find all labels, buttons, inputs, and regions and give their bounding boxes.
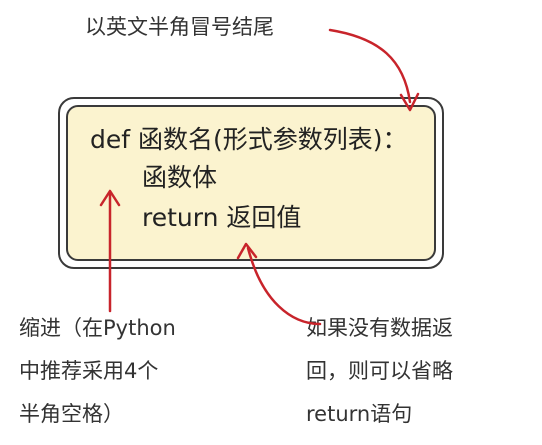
code-line-def: def 函数名(形式参数列表)： [90, 125, 408, 154]
code-line-return: return 返回值 [142, 203, 302, 232]
colon-annotation: 以英文半角冒号结尾 [85, 15, 274, 39]
colon-arrow [328, 28, 412, 104]
indent-annotation-line-2: 中推荐采用4个 [19, 359, 159, 383]
code-line-body: 函数体 [142, 163, 218, 192]
code-card [66, 105, 436, 261]
return-annotation-line-2: 回，则可以省略 [306, 359, 453, 383]
indent-annotation-line-3: 半角空格） [19, 402, 124, 426]
indent-annotation-line-1: 缩进（在Python [19, 316, 176, 340]
return-annotation-line-1: 如果没有数据返 [306, 316, 453, 340]
return-annotation-line-3: return语句 [306, 402, 413, 426]
